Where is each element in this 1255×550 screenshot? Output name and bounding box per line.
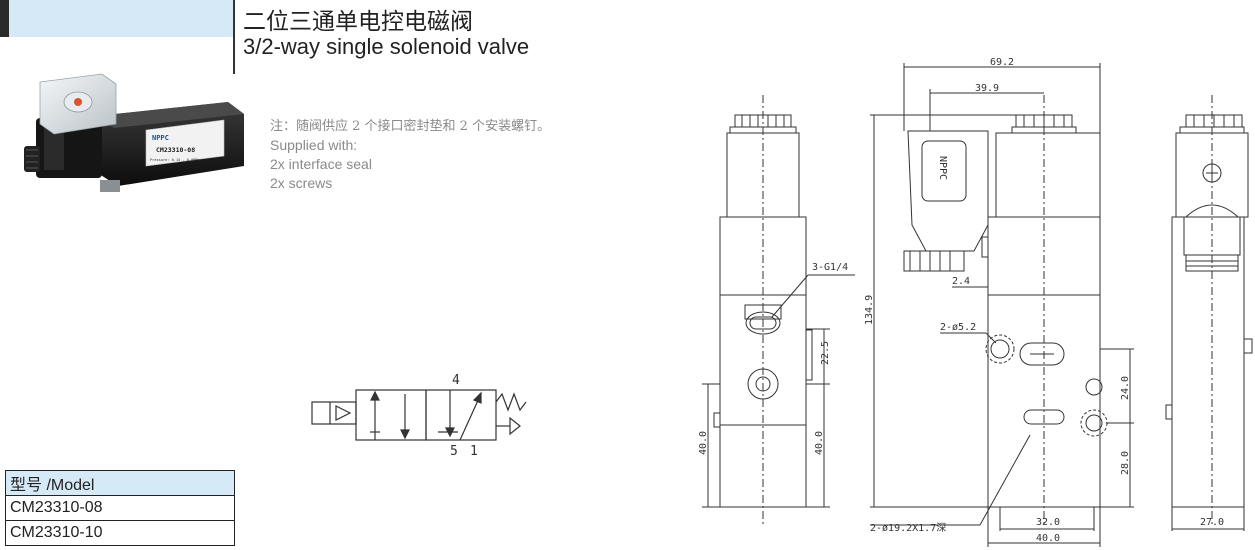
dim-69-2: 69.2 [990, 57, 1014, 68]
dim-2-4: 2.4 [952, 276, 970, 287]
title-divider [233, 0, 235, 74]
dim-32: 32.0 [1036, 517, 1060, 528]
side-view-left: 3-G1/4 22.5 40.0 40.0 [698, 95, 855, 525]
title-band-marker [0, 0, 9, 37]
dim-134-9: 134.9 [864, 295, 875, 325]
drawing-brand: NPPC [937, 156, 948, 180]
model-table-cell: CM23310-08 [5, 495, 235, 521]
page-title-en: 3/2-way single solenoid valve [243, 34, 530, 59]
symbol-port-4: 4 [452, 373, 460, 388]
page-title-cn: 二位三通单电控电磁阀 [243, 9, 473, 35]
dim-39-9: 39.9 [975, 83, 999, 94]
model-table-header: 型号 /Model [5, 470, 235, 496]
photo-sub: Pressure: 0.15 - 0.8MPa [150, 158, 200, 162]
model-table-cell: CM23310-10 [5, 520, 235, 546]
front-view: NPPC 69.2 39.9 134.9 2.4 2-ø5. [864, 57, 1134, 547]
product-photo: NPPC CM23310-08 Pressure: 0.15 - 0.8MPa [24, 73, 244, 192]
dim-3-g14: 3-G1/4 [812, 262, 848, 273]
supply-note-line: Supplied with: [270, 137, 358, 153]
side-view-right: 27.0 [1165, 95, 1253, 531]
dim-2-phi-5-2: 2-ø5.2 [940, 322, 976, 333]
dim-24: 24.0 [1120, 376, 1131, 400]
dim-27: 27.0 [1200, 517, 1224, 528]
dim-28: 28.0 [1120, 451, 1131, 475]
dim-40-mid: 40.0 [814, 431, 825, 455]
supply-note-line: 2x screws [270, 175, 333, 191]
valve-symbol: 4 5 1 [311, 373, 527, 459]
supply-note-cn: 注：随阀供应 2 个接口密封垫和 2 个安装螺钉。 [270, 119, 551, 134]
dim-22-5: 22.5 [820, 341, 831, 365]
dim-2-phi-19-2: 2-ø19.2X1.7深 [870, 522, 946, 534]
symbol-port-1: 1 [470, 444, 478, 459]
model-table: 型号 /Model CM23310-08 CM23310-10 [5, 470, 235, 546]
supply-notes: 注：随阀供应 2 个接口密封垫和 2 个安装螺钉。 Supplied with:… [270, 117, 550, 193]
dim-40-left: 40.0 [698, 431, 709, 455]
photo-model: CM23310-08 [156, 146, 195, 154]
technical-drawing: 3-G1/4 22.5 40.0 40.0 NPPC [698, 57, 1253, 547]
title-band [0, 0, 233, 37]
symbol-port-5: 5 [450, 444, 458, 459]
supply-note-line: 2x interface seal [270, 156, 372, 172]
label-plate [145, 119, 225, 167]
photo-brand: NPPC [152, 134, 169, 142]
dim-40-bottom: 40.0 [1036, 533, 1060, 544]
